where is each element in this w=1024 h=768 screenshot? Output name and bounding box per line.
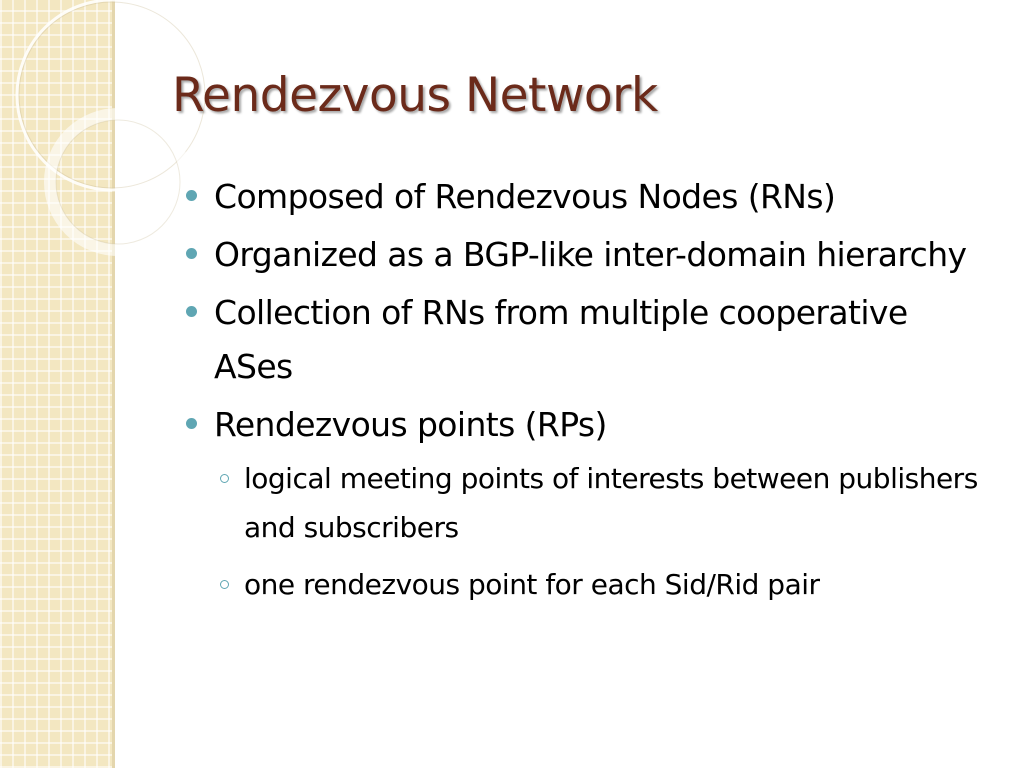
bullet-text: Organized as a BGP-like inter-domain hie… bbox=[214, 235, 967, 274]
bullet-list: Composed of Rendezvous Nodes (RNs) Organ… bbox=[184, 170, 984, 609]
bullet-dot-icon bbox=[186, 418, 197, 429]
sub-bullet-text: logical meeting points of interests betw… bbox=[244, 462, 978, 544]
bullet-dot-icon bbox=[186, 306, 197, 317]
bullet-text: Collection of RNs from multiple cooperat… bbox=[214, 293, 908, 386]
bullet-item: Organized as a BGP-like inter-domain hie… bbox=[184, 228, 984, 282]
slide-content: Composed of Rendezvous Nodes (RNs) Organ… bbox=[184, 170, 984, 617]
decorative-circles bbox=[15, 0, 209, 256]
bullet-ring-icon bbox=[220, 474, 229, 483]
slide-title: Rendezvous Network bbox=[172, 68, 658, 123]
bullet-item: Collection of RNs from multiple cooperat… bbox=[184, 286, 984, 394]
decorative-side-panel bbox=[0, 0, 112, 768]
bullet-dot-icon bbox=[186, 190, 197, 201]
bullet-text: Rendezvous points (RPs) bbox=[214, 405, 607, 444]
sub-bullet-item: one rendezvous point for each Sid/Rid pa… bbox=[214, 560, 984, 609]
sub-bullet-list: logical meeting points of interests betw… bbox=[214, 454, 984, 609]
side-panel-edge bbox=[112, 0, 115, 768]
bullet-ring-icon bbox=[220, 580, 229, 589]
bullet-text: Composed of Rendezvous Nodes (RNs) bbox=[214, 177, 836, 216]
bullet-item: Composed of Rendezvous Nodes (RNs) bbox=[184, 170, 984, 224]
bullet-dot-icon bbox=[186, 248, 197, 259]
sub-bullet-item: logical meeting points of interests betw… bbox=[214, 454, 984, 552]
bullet-item: Rendezvous points (RPs) logical meeting … bbox=[184, 398, 984, 609]
sub-bullet-text: one rendezvous point for each Sid/Rid pa… bbox=[244, 568, 820, 601]
